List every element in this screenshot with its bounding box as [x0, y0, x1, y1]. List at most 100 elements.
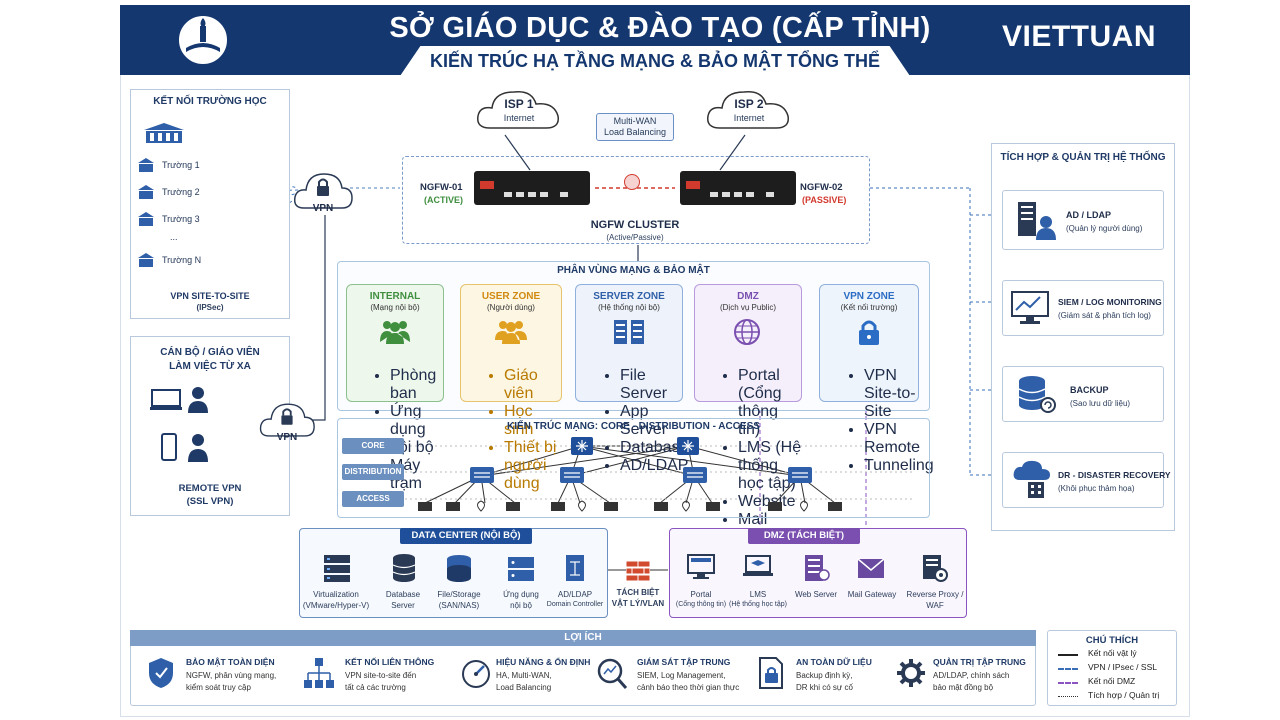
remote-vpn-label: VPN: [276, 432, 298, 443]
dc-storage-l1: File/Storage: [437, 590, 481, 599]
network-hierarchy-icon: [302, 656, 336, 690]
architecture-title: KIẾN TRÚC MẠNG: CORE - DISTRIBUTION - AC…: [507, 421, 760, 432]
laptop-user-icon: [150, 386, 212, 414]
integration-ad-sub: (Quản lý người dùng): [1066, 224, 1143, 233]
dmz-portal-l2: (Cổng thông tin): [675, 601, 727, 608]
users-icon: [494, 318, 528, 344]
zone-server-sub: (Hệ thống nội bộ): [598, 303, 660, 312]
integration-dr-name: DR - DISASTER RECOVERY: [1058, 470, 1171, 480]
legend-dmz-line: [1058, 682, 1078, 684]
database-backup-icon: [1016, 374, 1056, 414]
dc-database-l1: Database: [385, 590, 421, 599]
domain-controller-icon: [564, 553, 586, 583]
benefit-desc: DR khi có sự cố: [796, 683, 853, 692]
list-item: VPN Site-to-Site: [864, 367, 920, 421]
benefit-desc: bảo mật đồng bộ: [933, 683, 994, 692]
ngfw2-name: NGFW-02: [800, 182, 843, 193]
ngfw-cluster-sub: (Active/Passive): [606, 233, 664, 242]
dmz-lms-l2: (Hệ thống học tập): [729, 601, 787, 608]
ha-sync-icon: [624, 174, 640, 190]
benefit-title: AN TOÀN DỮ LIỆU: [796, 657, 872, 667]
legend-solid-line: [1058, 654, 1078, 656]
storage-icon: [444, 553, 474, 583]
zone-user-list: Giáo viên Học sinh Thiết bị người dùng: [464, 367, 564, 493]
legend-item: Tích hợp / Quản trị: [1088, 690, 1160, 700]
legend-item: VPN / IPsec / SSL: [1088, 662, 1157, 672]
benefit-desc: VPN site-to-site đến: [345, 671, 417, 680]
lock-icon: [856, 318, 882, 346]
benefit-desc: cảnh báo theo thời gian thực: [637, 683, 740, 692]
school-icon: [137, 184, 155, 200]
school-item: Trường 1: [162, 160, 200, 170]
dc-app-l1: Ứng dụng: [503, 590, 539, 599]
list-item: Thiết bị người dùng: [504, 439, 564, 493]
legend-panel: [1047, 630, 1177, 706]
list-item: VPN Remote: [864, 421, 920, 457]
dc-app-l2: nội bộ: [510, 601, 532, 610]
list-item: Phòng ban: [390, 367, 444, 403]
benefit-desc: HA, Multi-WAN,: [496, 671, 552, 680]
isp1-sub: Internet: [503, 113, 535, 123]
zone-server-name: SERVER ZONE: [593, 291, 665, 302]
zone-internal-sub: (Mạng nội bộ): [370, 303, 420, 312]
dc-virtualization-l1: Virtualization: [313, 590, 359, 599]
ad-server-user-icon: [1014, 200, 1056, 240]
benefit-desc: AD/LDAP, chính sách: [933, 671, 1010, 680]
legend-title: CHÚ THÍCH: [1085, 635, 1139, 646]
legend-vpn-line: [1058, 668, 1078, 670]
legend-mgmt-line: [1058, 696, 1078, 697]
multiwan-line2: Load Balancing: [603, 127, 667, 137]
zone-vpn-list: VPN Site-to-Site VPN Remote Tunneling: [824, 367, 934, 475]
level-distribution: DISTRIBUTION: [342, 464, 404, 480]
zone-internal-name: INTERNAL: [369, 291, 421, 302]
schools-footer-sub: (IPSec): [196, 303, 224, 312]
school-icon: [137, 157, 155, 173]
benefits-title: LỢI ÍCH: [130, 630, 1036, 646]
dmz-proxy-l2: WAF: [926, 601, 944, 610]
isp1-name: ISP 1: [504, 97, 534, 111]
integration-siem-card: [1002, 280, 1164, 336]
dmz-web-l1: Web Server: [794, 590, 838, 599]
lms-laptop-icon: [742, 553, 774, 581]
isp1-cloud: [474, 86, 564, 132]
remote-footer-sub: (SSL VPN): [186, 496, 234, 507]
zone-user-sub: (Người dùng): [487, 303, 535, 312]
ngfw2-device-icon: [680, 171, 796, 205]
zone-internal-list: Phòng ban Ứng dụng nội bộ Máy trạm: [350, 367, 444, 493]
dc-ad-l2: Domain Controller: [546, 601, 604, 608]
isp2-sub: Internet: [733, 113, 765, 123]
shield-icon: [146, 656, 176, 690]
zone-vpn-sub: (Kết nối trường): [840, 303, 898, 312]
list-item: Tunneling: [864, 457, 934, 475]
list-item: LMS (Hệ thống học tập): [738, 439, 802, 493]
legend-item: Kết nối vật lý: [1088, 648, 1137, 658]
database-icon: [390, 553, 418, 583]
multiwan-line1: Multi-WAN: [613, 116, 657, 126]
benefit-desc: Backup định kỳ,: [796, 671, 853, 680]
benefit-desc: Load Balancing: [496, 683, 552, 692]
distribution-switch-icon: [683, 467, 707, 483]
zone-user-name: USER ZONE: [481, 291, 541, 302]
server-rack-icon: [612, 318, 646, 346]
core-switch-icon: [571, 437, 593, 455]
group-icon: [378, 318, 412, 344]
reverse-proxy-icon: [920, 553, 948, 583]
subtitle-band: [400, 46, 910, 76]
isp2-name: ISP 2: [734, 97, 764, 111]
list-item: AD/LDAP: [620, 457, 688, 475]
school-item: Trường 2: [162, 187, 200, 197]
remote-title-2: LÀM VIỆC TỪ XA: [169, 361, 251, 372]
globe-icon: [732, 318, 762, 346]
web-server-icon: [802, 553, 830, 583]
zone-server: [575, 284, 683, 402]
dc-virtualization-l2: (VMware/Hyper-V): [302, 601, 370, 610]
distribution-switch-icon: [560, 467, 584, 483]
remote-title-1: CÁN BỘ / GIÁO VIÊN: [160, 347, 260, 358]
phone-user-icon: [160, 432, 212, 464]
dc-database-l2: Server: [391, 601, 415, 610]
school-item: Trường 3: [162, 214, 200, 224]
app-server-icon: [506, 555, 536, 583]
benefit-title: GIÁM SÁT TẬP TRUNG: [637, 657, 731, 667]
datacenter-title: DATA CENTER (NỘI BỘ): [400, 528, 532, 544]
list-item: Học sinh: [504, 403, 564, 439]
